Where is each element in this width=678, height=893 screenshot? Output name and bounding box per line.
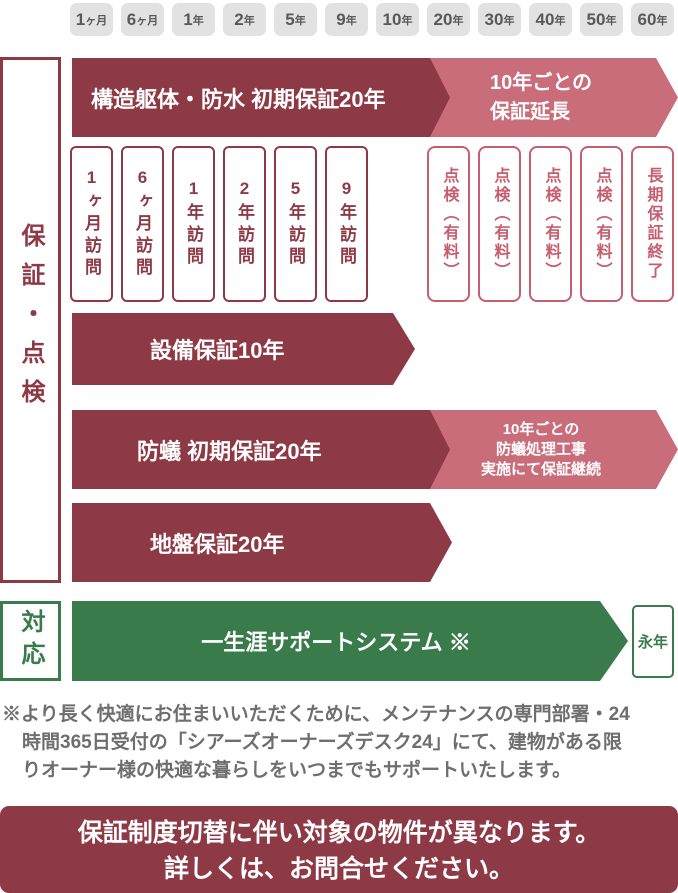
termite-warranty-main-segment: 防蟻 初期保証20年 <box>72 410 450 489</box>
timeline-label-number: 60 <box>637 9 657 29</box>
visit-box-1month: 1ヶ月訪問 <box>70 146 113 302</box>
timeline-label-number: 10 <box>382 9 402 29</box>
timeline-label-number: 5 <box>285 9 295 29</box>
inspection-box-40year: 点検（有料） <box>529 146 572 302</box>
timeline-label-unit: 年 <box>452 14 464 27</box>
extension-line3: 実施にて保証継続 <box>480 460 601 478</box>
structure-warranty-bar: 10年ごとの 保証延長 構造躯体・防水 初期保証20年 <box>72 58 678 137</box>
timeline-label-unit: 年 <box>192 14 204 27</box>
visit-box-text: 2年訪問 <box>235 179 254 269</box>
timeline-label-number: 30 <box>484 9 504 29</box>
footnote-line3: りオーナー様の快適な暮らしをいつまでもサポートいたします。 <box>22 760 572 781</box>
lifetime-support-bar-text: 一生涯サポートシステム ※ <box>201 630 471 655</box>
visit-box-text: 6ヶ月訪問 <box>133 168 152 280</box>
lifetime-support-bar: 一生涯サポートシステム ※ <box>72 601 628 681</box>
timeline-label-number: 2 <box>234 9 244 29</box>
support-section-label: 対応 <box>0 601 61 681</box>
equipment-warranty-bar: 設備保証10年 <box>72 313 415 385</box>
forever-box: 永年 <box>632 605 674 678</box>
termite-warranty-extension-text: 10年ごとの 防蟻処理工事 実施にて保証継続 <box>481 420 601 480</box>
timeline-label-number: 6 <box>126 9 137 29</box>
visit-box-9year: 9年訪問 <box>325 146 368 302</box>
visit-box-text: 1ヶ月訪問 <box>82 168 101 280</box>
timeline-label-unit: 年 <box>605 14 617 27</box>
footnote-line1: ※より長く快適にお住まいいただくために、メンテナンスの専門部署・24 <box>2 704 630 725</box>
timeline-label-number: 1 <box>183 9 193 29</box>
forever-box-text: 永年 <box>637 634 668 651</box>
notice-line1: 保証制度切替に伴い対象の物件が異なります。 <box>77 819 601 847</box>
inspection-box-20year: 点検（有料） <box>427 146 470 302</box>
timeline-label-unit: 年 <box>345 14 357 27</box>
termite-warranty-bar: 10年ごとの 防蟻処理工事 実施にて保証継続 防蟻 初期保証20年 <box>72 410 678 489</box>
ground-warranty-bar: 地盤保証20年 <box>72 503 452 582</box>
visit-box-2year: 2年訪問 <box>223 146 266 302</box>
structure-warranty-extension-text: 10年ごとの 保証延長 <box>490 69 592 127</box>
inspection-box-text: 点検（有料） <box>593 167 611 281</box>
equipment-warranty-main-segment: 設備保証10年 <box>72 313 415 385</box>
timeline-label-unit: ヶ月 <box>85 14 108 27</box>
timeline-label-number: 9 <box>336 9 346 29</box>
timeline-label-unit: 年 <box>243 14 255 27</box>
equipment-warranty-main-text: 設備保証10年 <box>150 338 285 363</box>
timeline-label-number: 1 <box>75 9 86 29</box>
termite-warranty-main-text: 防蟻 初期保証20年 <box>137 438 322 464</box>
timeline-label-unit: ヶ月 <box>136 14 159 27</box>
visit-box-6month: 6ヶ月訪問 <box>121 146 164 302</box>
inspection-box-text: 点検（有料） <box>542 167 560 281</box>
structure-warranty-extension-segment: 10年ごとの 保証延長 <box>430 58 678 137</box>
structure-warranty-main-text: 構造躯体・防水 初期保証20年 <box>91 86 386 112</box>
warranty-section-label: 保証・点検 <box>0 57 61 583</box>
extension-line1: 10年ごとの <box>502 420 580 438</box>
visit-box-text: 1年訪問 <box>184 179 203 269</box>
timeline-label-unit: 年 <box>503 14 515 27</box>
visit-box-1year: 1年訪問 <box>172 146 215 302</box>
inspection-box-text: 長期保証終了 <box>644 167 662 281</box>
timeline-label-unit: 年 <box>294 14 306 27</box>
inspection-box-longterm-end: 長期保証終了 <box>631 146 674 302</box>
inspection-box-text: 点検（有料） <box>440 167 458 281</box>
visit-box-text: 5年訪問 <box>286 179 305 269</box>
notice-box: 保証制度切替に伴い対象の物件が異なります。 詳しくは、お問合せください。 <box>0 806 678 893</box>
extension-line1: 10年ごとの <box>489 71 593 94</box>
inspection-box-50year: 点検（有料） <box>580 146 623 302</box>
timeline-label-unit: 年 <box>656 14 668 27</box>
timeline-label-number: 20 <box>433 9 453 29</box>
inspection-box-30year: 点検（有料） <box>478 146 521 302</box>
inspection-box-text: 点検（有料） <box>491 167 509 281</box>
timeline-label-unit: 年 <box>401 14 413 27</box>
timeline-label-number: 40 <box>535 9 555 29</box>
warranty-section-label-text: 保証・点検 <box>17 222 44 418</box>
ground-warranty-main-segment: 地盤保証20年 <box>72 503 452 582</box>
extension-line2: 防蟻処理工事 <box>495 440 586 458</box>
ground-warranty-main-text: 地盤保証20年 <box>150 531 285 557</box>
footnote-line2: 時間365日受付の「シアーズオーナーズデスク24」にて、建物がある限 <box>22 732 622 753</box>
visit-box-text: 9年訪問 <box>337 179 356 269</box>
structure-warranty-main-segment: 構造躯体・防水 初期保証20年 <box>72 58 450 137</box>
support-section-label-text: 対応 <box>17 609 44 673</box>
extension-line2: 保証延長 <box>489 100 570 123</box>
footnote: ※より長く快適にお住まいいただくために、メンテナンスの専門部署・24 時間365… <box>2 701 678 785</box>
notice-line2: 詳しくは、お問合せください。 <box>163 855 514 883</box>
termite-warranty-extension-segment: 10年ごとの 防蟻処理工事 実施にて保証継続 <box>430 410 678 489</box>
timeline-label-unit: 年 <box>554 14 566 27</box>
timeline-label-number: 50 <box>586 9 606 29</box>
visit-box-5year: 5年訪問 <box>274 146 317 302</box>
